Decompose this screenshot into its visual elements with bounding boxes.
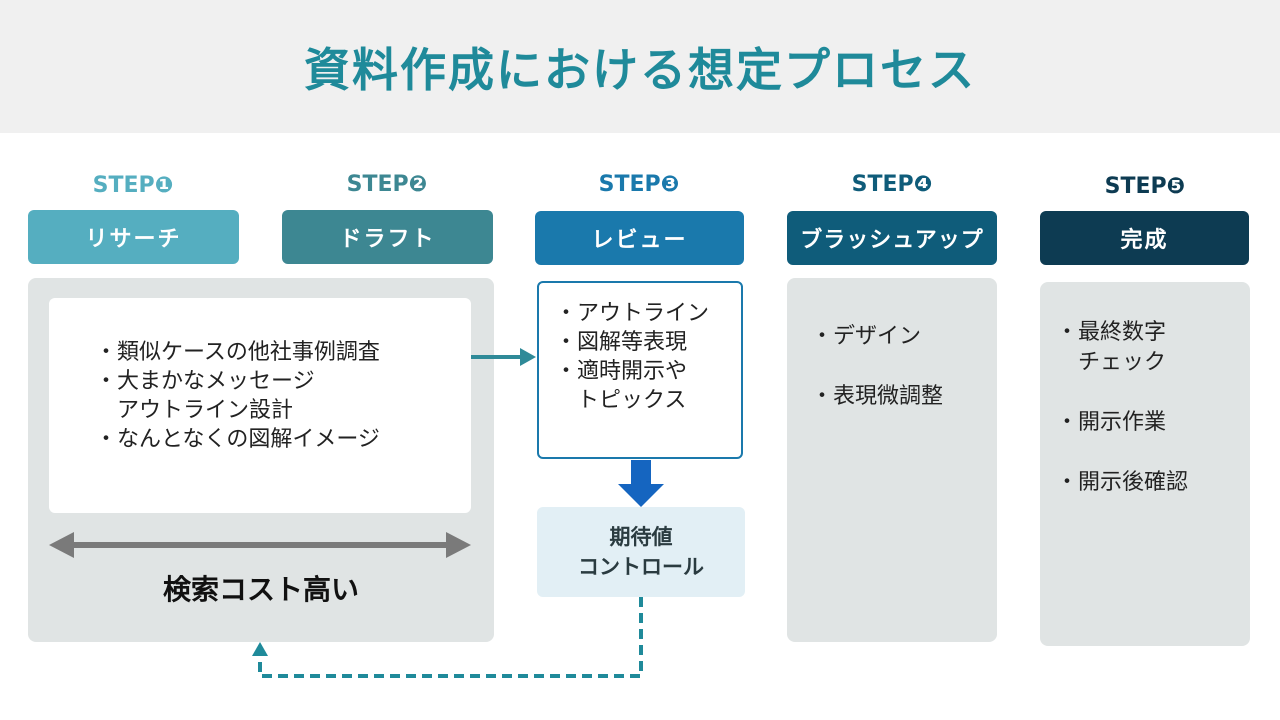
review-item: 図解等表現 [555, 328, 709, 357]
review-item: アウトライン [555, 299, 709, 328]
brushup-item: 表現微調整 [811, 382, 943, 412]
complete-panel: 最終数字 チェック 開示作業 開示後確認 [1040, 282, 1250, 646]
research-list: 類似ケースの他社事例調査 大まかなメッセージ アウトライン設計 なんとなくの図解… [95, 338, 380, 454]
page-title: 資料作成における想定プロセス [304, 43, 976, 97]
complete-item: 開示作業 [1056, 408, 1188, 438]
step-3-label: STEP❸ [598, 172, 680, 197]
complete-list: 最終数字 チェック 開示作業 開示後確認 [1056, 318, 1188, 528]
step-4-label: STEP❹ [851, 172, 933, 197]
review-item: 適時開示や トピックス [555, 357, 709, 415]
step-2-label: STEP❷ [346, 172, 428, 197]
research-item: なんとなくの図解イメージ [95, 425, 380, 454]
brushup-item: デザイン [811, 322, 943, 352]
research-content-box: 類似ケースの他社事例調査 大まかなメッセージ アウトライン設計 なんとなくの図解… [49, 298, 471, 513]
search-cost-label: 検索コスト高い [162, 573, 359, 606]
complete-item: 開示後確認 [1056, 468, 1188, 498]
brushup-list: デザイン 表現微調整 [811, 322, 943, 442]
arrow-right-icon [471, 348, 536, 366]
step-1-research: リサーチ [28, 210, 239, 264]
step-5-label: STEP❺ [1104, 174, 1186, 199]
expectation-line-1: 期待値 [609, 525, 673, 549]
arrow-down-icon [618, 460, 664, 507]
review-content-box: アウトライン 図解等表現 適時開示や トピックス [537, 281, 743, 459]
step-2-draft: ドラフト [282, 210, 493, 264]
brushup-panel: デザイン 表現微調整 [787, 278, 997, 642]
header-band [0, 0, 1280, 133]
step-3-review: レビュー [535, 211, 744, 265]
step-5-complete: 完成 [1040, 211, 1249, 265]
expectation-line-2: コントロール [578, 555, 704, 579]
step-4-brushup: ブラッシュアップ [787, 211, 997, 265]
review-list: アウトライン 図解等表現 適時開示や トピックス [555, 299, 709, 415]
research-item: 大まかなメッセージ アウトライン設計 [95, 367, 380, 425]
expectation-control-box: 期待値 コントロール [537, 507, 745, 597]
step-1-label: STEP❶ [92, 173, 174, 198]
complete-item: 最終数字 チェック [1056, 318, 1188, 378]
research-item: 類似ケースの他社事例調査 [95, 338, 380, 367]
double-arrow-icon [49, 532, 471, 558]
feedback-loop-arrow-icon [252, 597, 643, 678]
